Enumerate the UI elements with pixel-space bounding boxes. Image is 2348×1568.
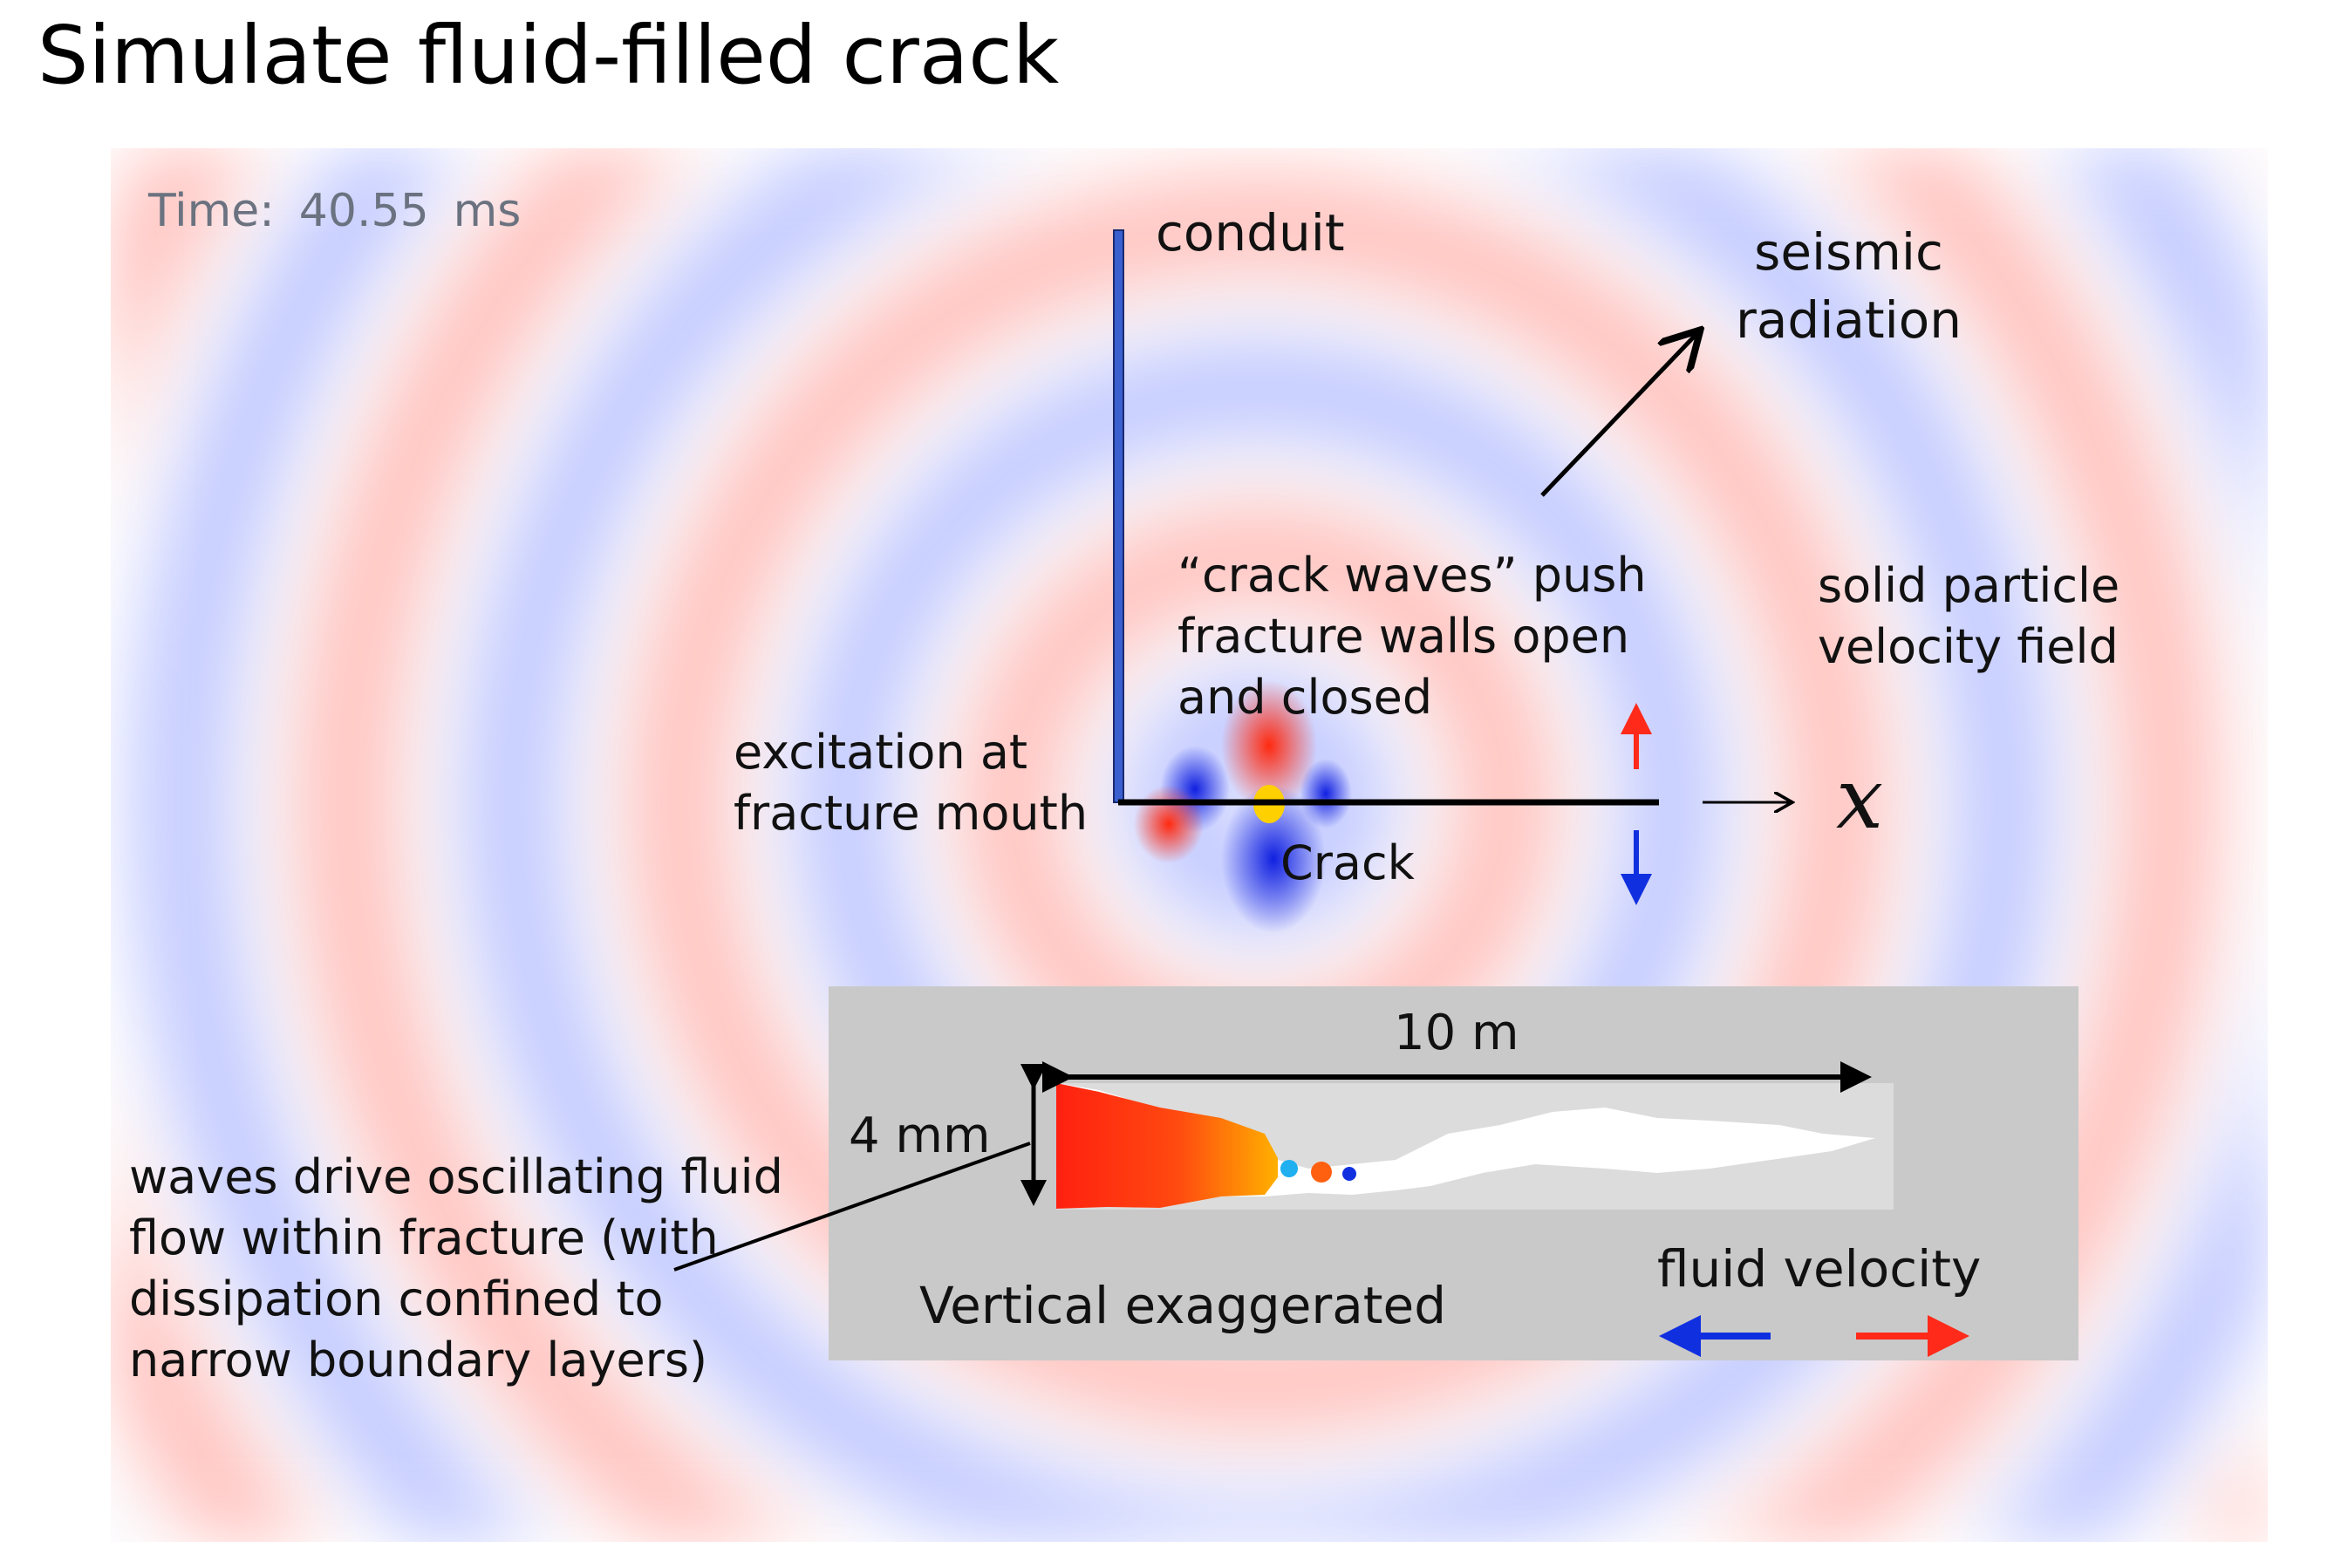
time-unit: ms [453,185,522,237]
pointer-line [673,1142,1031,1271]
solid-particle-label: solid particle velocity field [1818,556,2119,678]
velocity-blob [1311,1162,1332,1183]
label-line: fracture mouth [734,786,1089,841]
label-line: fracture walls open [1177,609,1630,664]
vertical-exaggerated-note: Vertical exaggerated [919,1276,1447,1335]
conduit-label: conduit [1156,203,1345,262]
fluid-velocity-legend: fluid velocity [1657,1239,1982,1299]
conduit-bar [1113,229,1124,803]
seismic-radiation-label: seismic radiation [1736,218,1962,354]
time-label: Time: [148,185,275,237]
velocity-blob [1280,1160,1298,1177]
label-line: flow within fracture (with [129,1210,719,1265]
time-value: 40.55 [298,185,429,237]
waves-drive-label: waves drive oscillating fluid flow withi… [129,1147,783,1391]
velocity-blob [1342,1167,1356,1181]
excitation-label: excitation at fracture mouth [734,722,1088,844]
label-line: “crack waves” push [1177,548,1647,603]
time-readout: Time: 40.55 ms [148,185,545,237]
label-line: velocity field [1818,619,2119,674]
slide-title: Simulate fluid-filled crack [38,9,1060,102]
radiation-arrow [1540,333,1697,497]
length-label: 10 m [1394,1005,1519,1061]
crack-waves-label: “crack waves” push fracture walls open a… [1177,545,1647,728]
label-line: excitation at [734,725,1028,780]
label-line: narrow boundary layers) [129,1333,708,1387]
seismic-line: seismic [1754,222,1943,282]
radiation-line: radiation [1736,290,1962,350]
x-axis-label: x [1836,750,1884,848]
label-line: dissipation confined to [129,1271,664,1326]
crack-wave-hotspot [1134,680,1352,933]
crack-label: Crack [1280,835,1415,890]
label-line: waves drive oscillating fluid [129,1149,783,1204]
label-line: and closed [1177,670,1433,725]
label-line: solid particle [1818,558,2120,613]
fluid-velocity-field [1056,1083,1278,1209]
width-label: 4 mm [849,1108,991,1164]
